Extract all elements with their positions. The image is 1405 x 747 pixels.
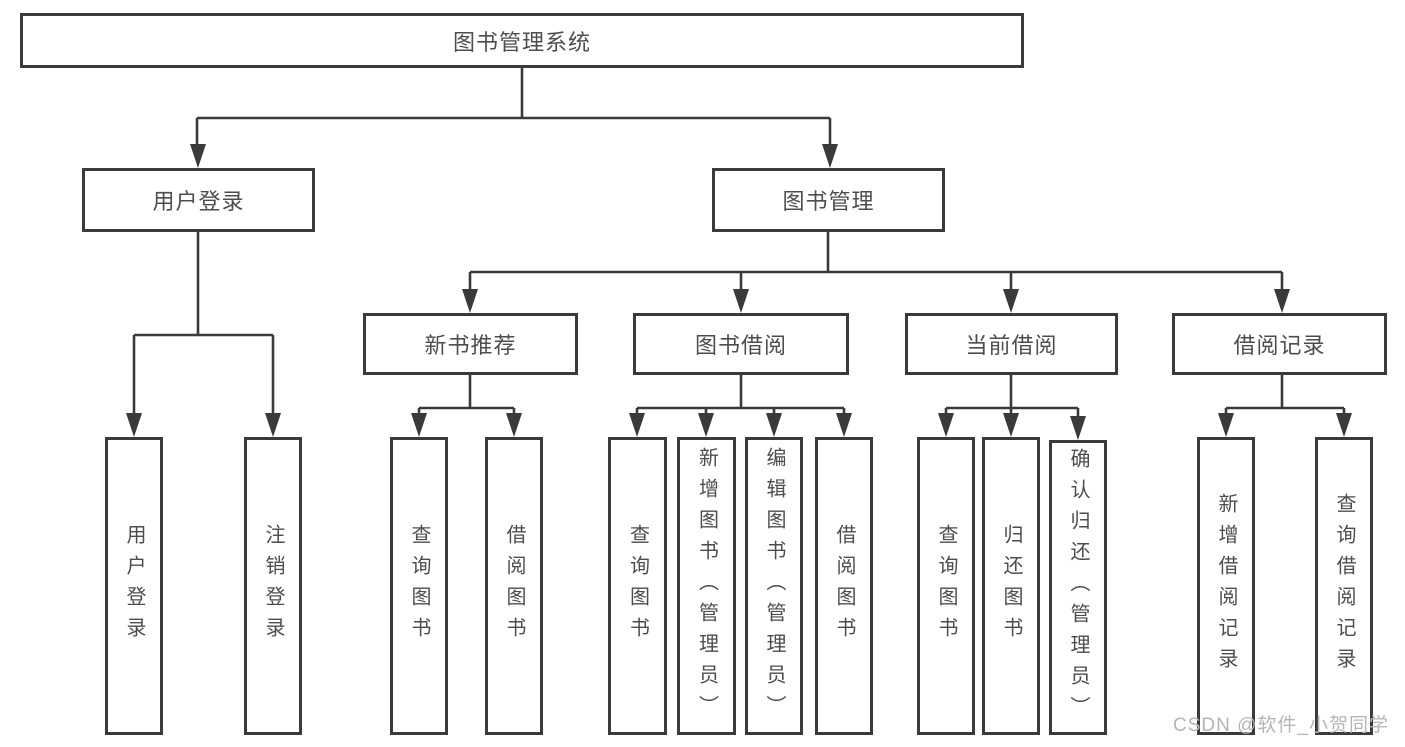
node-borrow-records: 借阅记录 <box>1172 313 1387 375</box>
node-bb-add-books-admin-label: 新增图书（管理员） <box>695 446 718 726</box>
node-book-management-label: 图书管理 <box>782 189 875 214</box>
node-bb-borrow-books-label: 借阅图书 <box>833 524 855 648</box>
node-borrow-records-label: 借阅记录 <box>1233 333 1326 358</box>
node-book-borrow: 图书借阅 <box>633 313 849 375</box>
node-br-add-record-label: 新增借阅记录 <box>1215 493 1237 679</box>
node-cb-return-books-label: 归还图书 <box>1000 524 1022 648</box>
node-nbr-borrow-books: 借阅图书 <box>485 437 543 735</box>
csdn-watermark: CSDN @软件_小贺同学 <box>1173 715 1389 736</box>
node-bb-query-books: 查询图书 <box>608 437 667 735</box>
node-current-borrow: 当前借阅 <box>905 313 1118 375</box>
node-bb-borrow-books: 借阅图书 <box>815 437 873 735</box>
node-bb-add-books-admin: 新增图书（管理员） <box>677 437 736 735</box>
node-leaf-logout: 注销登录 <box>244 437 302 735</box>
node-br-query-record-label: 查询借阅记录 <box>1333 493 1355 679</box>
node-cb-confirm-return-admin-label: 确认归还（管理员） <box>1067 448 1089 727</box>
node-book-management: 图书管理 <box>712 168 945 232</box>
node-new-book-recommend-label: 新书推荐 <box>424 333 517 358</box>
node-current-borrow-label: 当前借阅 <box>965 333 1058 358</box>
node-root-label: 图书管理系统 <box>452 29 591 55</box>
node-nbr-borrow-books-label: 借阅图书 <box>503 524 525 648</box>
node-leaf-user-login-label: 用户登录 <box>123 524 145 648</box>
node-nbr-query-books: 查询图书 <box>390 437 448 735</box>
node-bb-edit-books-admin-label: 编辑图书（管理员） <box>763 446 785 726</box>
node-br-add-record: 新增借阅记录 <box>1197 437 1255 735</box>
node-root: 图书管理系统 <box>20 13 1024 68</box>
node-user-login-label: 用户登录 <box>152 189 245 214</box>
node-user-login: 用户登录 <box>82 168 315 232</box>
node-cb-query-books: 查询图书 <box>917 437 975 735</box>
node-bb-query-books-label: 查询图书 <box>626 524 649 648</box>
node-nbr-query-books-label: 查询图书 <box>408 524 430 648</box>
node-book-borrow-label: 图书借阅 <box>694 333 787 358</box>
node-cb-confirm-return-admin: 确认归还（管理员） <box>1049 440 1107 735</box>
node-br-query-record: 查询借阅记录 <box>1315 437 1373 735</box>
node-leaf-user-login: 用户登录 <box>105 437 163 735</box>
node-new-book-recommend: 新书推荐 <box>363 313 578 375</box>
node-bb-edit-books-admin: 编辑图书（管理员） <box>745 437 803 735</box>
node-cb-return-books: 归还图书 <box>982 437 1040 735</box>
node-leaf-logout-label: 注销登录 <box>262 524 284 648</box>
node-cb-query-books-label: 查询图书 <box>935 524 957 648</box>
